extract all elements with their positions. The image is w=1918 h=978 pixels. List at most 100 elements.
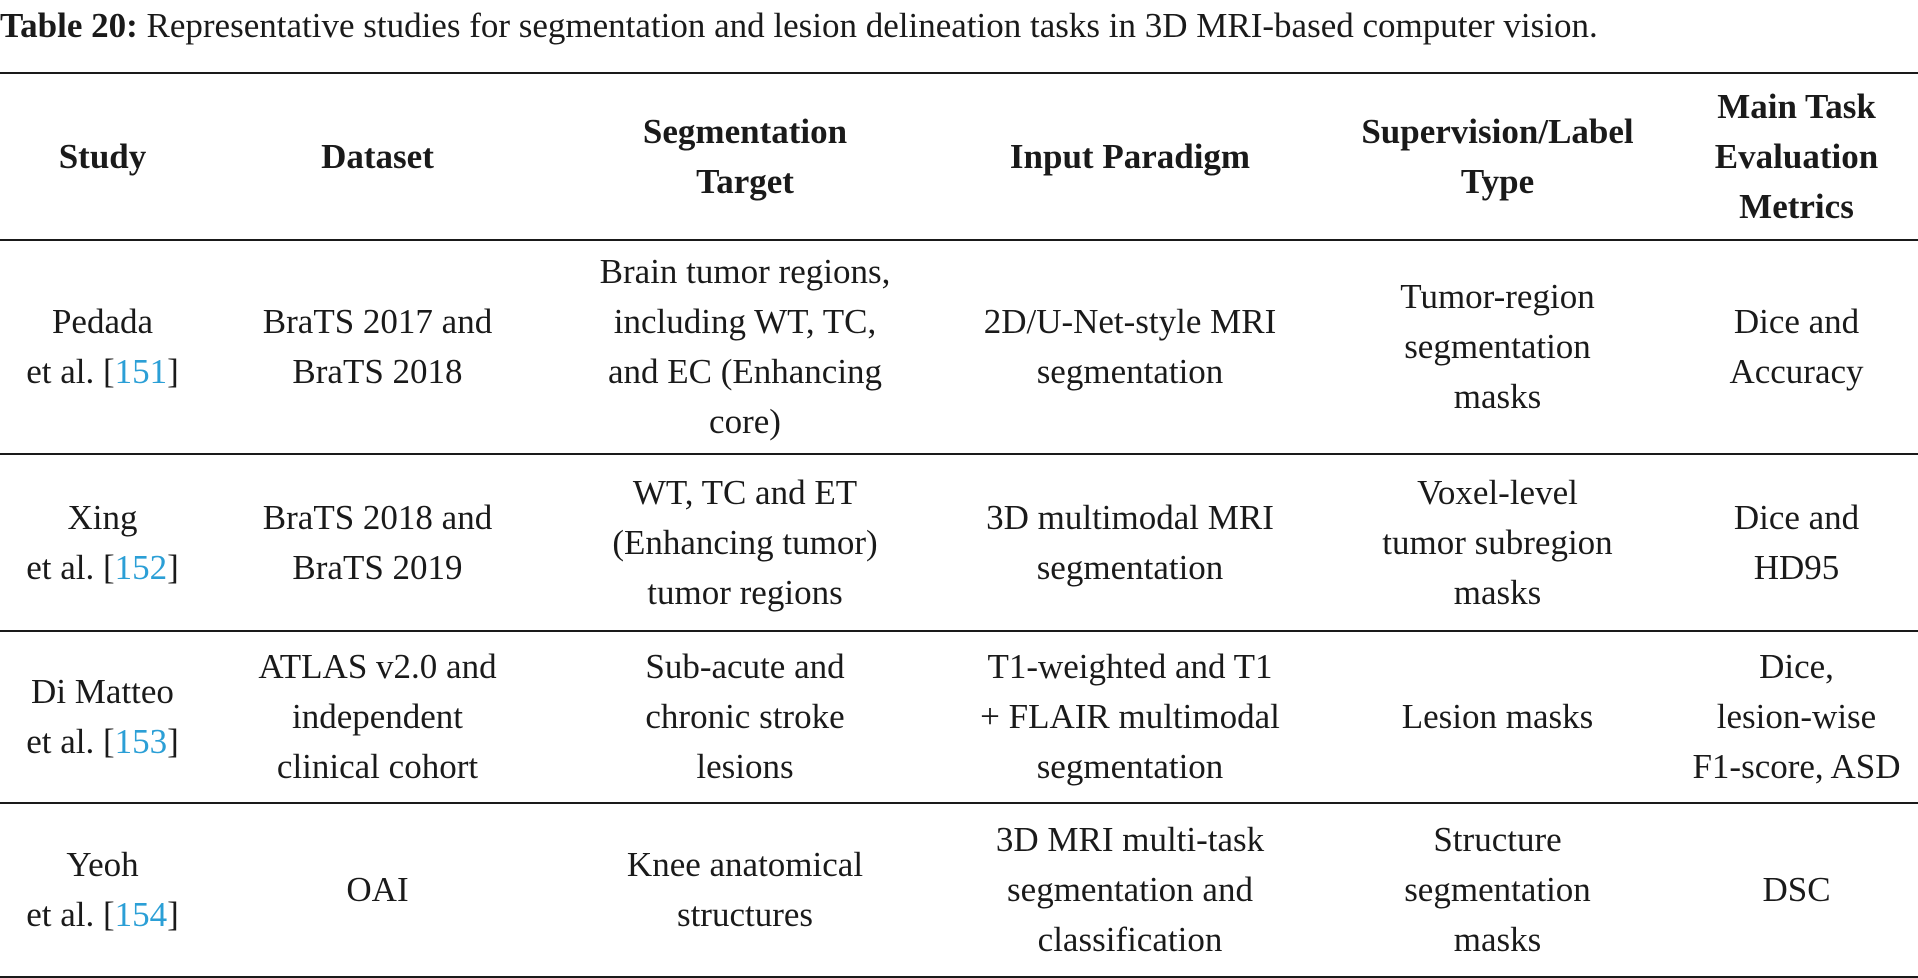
header-line: Dataset xyxy=(321,136,434,176)
caption-label: Table 20: xyxy=(0,6,138,45)
metrics-cell: Dice and HD95 xyxy=(1675,454,1918,631)
citation-ref-link[interactable]: 152 xyxy=(114,547,168,587)
input-line: 3D MRI multi-task xyxy=(995,820,1265,859)
input-line: segmentation xyxy=(1036,547,1224,587)
citation-suffix: ] xyxy=(167,352,179,391)
table-row: Di Matteo et al. [153] ATLAS v2.0 and in… xyxy=(0,631,1918,803)
input-line: classification xyxy=(1037,920,1223,959)
target-cell: WT, TC and ET (Enhancing tumor) tumor re… xyxy=(550,454,940,631)
metrics-line: DSC xyxy=(1762,870,1831,909)
table-row: Xing et al. [152] BraTS 2018 and BraTS 2… xyxy=(0,454,1918,631)
target-line: Sub-acute and xyxy=(645,647,845,686)
supervision-line: Tumor-region xyxy=(1400,277,1595,316)
dataset-line: BraTS 2019 xyxy=(292,547,463,587)
target-line: Brain tumor regions, xyxy=(599,252,891,291)
input-line: 2D/U-Net-style MRI xyxy=(983,302,1277,341)
citation-prefix: et al. [ xyxy=(26,722,115,761)
header-line: Evaluation xyxy=(1714,136,1879,176)
citation-prefix: et al. [ xyxy=(26,352,115,391)
study-name: Xing xyxy=(67,497,138,537)
target-line: lesions xyxy=(696,747,794,786)
header-line: Input Paradigm xyxy=(1009,136,1251,176)
input-line: + FLAIR multimodal xyxy=(980,697,1280,736)
header-line: Metrics xyxy=(1739,186,1854,226)
target-line: WT, TC and ET xyxy=(632,472,858,512)
supervision-cell: Tumor-region segmentation masks xyxy=(1320,240,1675,454)
input-cell: 3D MRI multi-task segmentation and class… xyxy=(940,803,1320,977)
study-name: Yeoh xyxy=(66,845,139,884)
study-citation: et al. [152] xyxy=(6,543,199,593)
input-cell: T1-weighted and T1 + FLAIR multimodal se… xyxy=(940,631,1320,803)
metrics-line: Dice and xyxy=(1733,497,1860,537)
header-line: Supervision/Label xyxy=(1361,111,1634,151)
study-name: Di Matteo xyxy=(31,672,174,711)
dataset-line: OAI xyxy=(346,870,409,909)
metrics-line: lesion-wise xyxy=(1716,697,1877,736)
metrics-cell: Dice, lesion-wise F1-score, ASD xyxy=(1675,631,1918,803)
citation-ref-link[interactable]: 151 xyxy=(114,352,168,391)
input-line: segmentation and xyxy=(1007,870,1253,909)
target-cell: Sub-acute and chronic stroke lesions xyxy=(550,631,940,803)
study-name: Pedada xyxy=(51,302,154,341)
input-cell: 2D/U-Net-style MRI segmentation xyxy=(940,240,1320,454)
header-row: Study Dataset Segmentation Target Input … xyxy=(0,73,1918,240)
dataset-cell: OAI xyxy=(205,803,550,977)
studies-table: Study Dataset Segmentation Target Input … xyxy=(0,72,1918,978)
header-line: Segmentation xyxy=(642,111,848,151)
citation-ref-link[interactable]: 154 xyxy=(114,895,168,934)
input-line: segmentation xyxy=(1036,747,1224,786)
study-cell: Di Matteo et al. [153] xyxy=(0,631,205,803)
citation-ref-link[interactable]: 153 xyxy=(114,722,168,761)
citation-prefix: et al. [ xyxy=(26,895,115,934)
supervision-line: masks xyxy=(1453,377,1542,416)
supervision-line: masks xyxy=(1453,920,1542,959)
input-line: segmentation xyxy=(1036,352,1224,391)
header-evaluation-metrics: Main Task Evaluation Metrics xyxy=(1675,73,1918,240)
citation-suffix: ] xyxy=(167,722,179,761)
supervision-line: Structure xyxy=(1433,820,1562,859)
target-line: Knee anatomical xyxy=(626,845,864,884)
dataset-line: ATLAS v2.0 and xyxy=(258,647,497,686)
study-cell: Xing et al. [152] xyxy=(0,454,205,631)
target-line: chronic stroke xyxy=(645,697,845,736)
header-line: Type xyxy=(1460,161,1535,201)
target-cell: Knee anatomical structures xyxy=(550,803,940,977)
target-line: structures xyxy=(676,895,814,934)
header-input-paradigm: Input Paradigm xyxy=(940,73,1320,240)
dataset-cell: ATLAS v2.0 and independent clinical coho… xyxy=(205,631,550,803)
target-line: core) xyxy=(709,402,781,441)
study-citation: et al. [154] xyxy=(6,890,199,940)
header-study: Study xyxy=(0,73,205,240)
metrics-line: Dice, xyxy=(1759,647,1834,686)
citation-prefix: et al. [ xyxy=(26,547,115,587)
supervision-cell: Voxel-level tumor subregion masks xyxy=(1320,454,1675,631)
study-cell: Pedada et al. [151] xyxy=(0,240,205,454)
target-cell: Brain tumor regions, including WT, TC, a… xyxy=(550,240,940,454)
dataset-cell: BraTS 2017 and BraTS 2018 xyxy=(205,240,550,454)
study-citation: et al. [153] xyxy=(6,717,199,767)
metrics-line: HD95 xyxy=(1753,547,1840,587)
dataset-line: BraTS 2017 and xyxy=(262,302,493,341)
supervision-line: segmentation xyxy=(1404,870,1591,909)
supervision-line: Voxel-level xyxy=(1417,472,1578,512)
target-line: including WT, TC, xyxy=(613,302,877,341)
metrics-line: Accuracy xyxy=(1729,352,1864,391)
supervision-line: masks xyxy=(1453,572,1542,612)
target-line: (Enhancing tumor) xyxy=(612,522,878,562)
citation-suffix: ] xyxy=(167,895,179,934)
input-line: 3D multimodal MRI xyxy=(986,497,1274,537)
input-cell: 3D multimodal MRI segmentation xyxy=(940,454,1320,631)
table-row: Yeoh et al. [154] OAI Knee anatomical st… xyxy=(0,803,1918,977)
supervision-cell: Lesion masks xyxy=(1320,631,1675,803)
metrics-line: F1-score, ASD xyxy=(1692,747,1901,786)
dataset-line: BraTS 2018 and xyxy=(262,497,493,537)
dataset-cell: BraTS 2018 and BraTS 2019 xyxy=(205,454,550,631)
supervision-line: tumor subregion xyxy=(1382,522,1613,562)
dataset-line: clinical cohort xyxy=(276,747,479,786)
input-line: T1-weighted and T1 xyxy=(987,647,1273,686)
metrics-cell: DSC xyxy=(1675,803,1918,977)
dataset-line: BraTS 2018 xyxy=(292,352,463,391)
dataset-line: independent xyxy=(291,697,464,736)
supervision-line: segmentation xyxy=(1404,327,1591,366)
header-dataset: Dataset xyxy=(205,73,550,240)
